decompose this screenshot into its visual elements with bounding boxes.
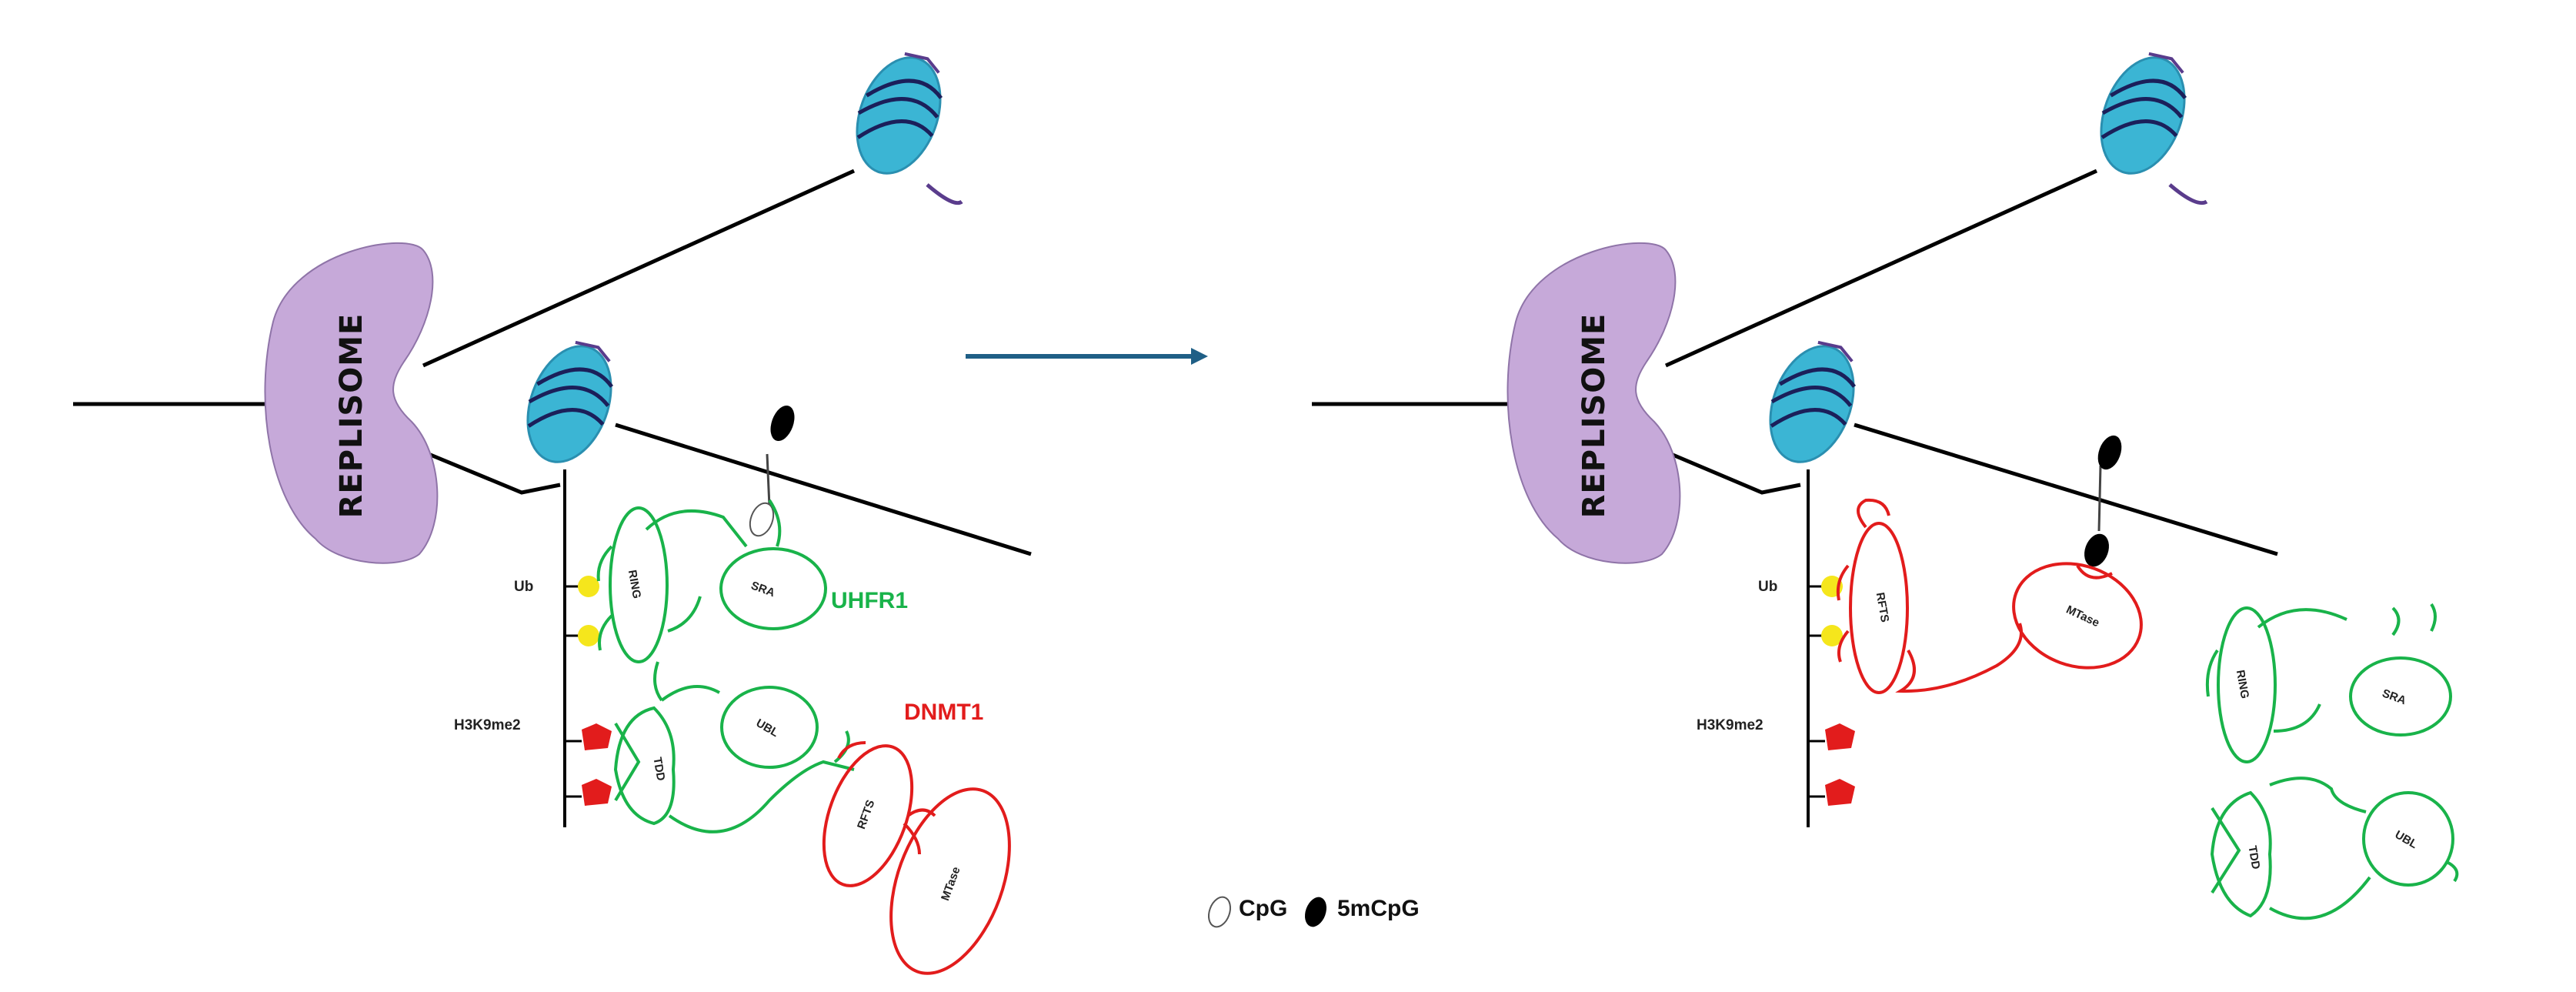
lagging-strand	[1661, 448, 1801, 495]
ub-label: Ub	[514, 579, 533, 595]
nucleosome-top	[2086, 43, 2201, 185]
histone-mark-label: H3K9me2	[1697, 717, 1763, 733]
cpg-stick	[766, 453, 771, 507]
dna-tail	[926, 183, 963, 205]
rfts-label: RFTS	[855, 798, 877, 831]
left-panel: REPLISOME Ub H3K9me2	[73, 43, 1032, 975]
tdd-label: TDD	[650, 757, 667, 782]
ubiquitin	[1821, 625, 1843, 646]
5mcpg-circle	[2084, 533, 2109, 567]
ubl-label: UBL	[2393, 828, 2420, 851]
ring-domain	[609, 506, 669, 663]
5mcpg-legend-label: 5mCpG	[1337, 896, 1420, 921]
5mcpg-circle	[770, 405, 795, 442]
h3k9me2-mark	[582, 779, 612, 806]
ubl-domain	[2362, 791, 2454, 887]
tdd-domain	[2210, 790, 2272, 918]
ubiquitin	[578, 625, 599, 646]
histone-mark-label: H3K9me2	[454, 717, 521, 733]
mtase-domain	[2012, 562, 2143, 670]
cpg-legend-icon	[1207, 896, 1232, 928]
rfts-label: RFTS	[1874, 591, 1892, 623]
nascent-dna	[615, 423, 1032, 556]
tdd-label: TDD	[2245, 845, 2262, 870]
ubl-label: UBL	[754, 716, 781, 740]
legend: CpG 5mCpG	[1207, 896, 1420, 928]
mcpg-stick	[2097, 465, 2102, 532]
5mcpg-legend-icon	[1304, 897, 1327, 927]
nucleosome-bottom	[512, 332, 627, 474]
sra-domain	[719, 547, 827, 630]
ring-domain	[2217, 606, 2277, 763]
cpg-circle	[749, 502, 775, 537]
replisome-label: REPLISOME	[1577, 313, 1612, 519]
rfts-domain	[822, 744, 914, 887]
mtase-label: MTase	[2064, 603, 2101, 630]
dnmt1-protein	[1836, 498, 2143, 694]
leading-strand	[422, 169, 856, 368]
cpg-legend-label: CpG	[1239, 896, 1287, 921]
h3k9me2-mark	[1825, 723, 1855, 750]
uhrf1-label: UHFR1	[831, 588, 908, 613]
ring-label: RING	[626, 569, 643, 600]
nucleosome-top	[842, 43, 956, 185]
dnmt1-protein	[822, 741, 1011, 975]
ubiquitin	[578, 576, 599, 597]
nucleosome-bottom	[1755, 332, 1870, 474]
transition-arrow	[966, 348, 1208, 365]
5mcpg-circle	[2097, 435, 2122, 470]
replisome	[264, 242, 439, 564]
lagging-strand	[419, 448, 561, 495]
rfts-domain	[1849, 522, 1909, 694]
ring-label: RING	[2234, 669, 2251, 700]
dnmt1-label: DNMT1	[904, 700, 983, 725]
h3k9me2-mark	[582, 723, 612, 750]
h3k9me2-mark	[1825, 779, 1855, 806]
sra-domain	[2349, 656, 2452, 736]
ub-label: Ub	[1758, 579, 1777, 595]
ubl-domain	[720, 686, 819, 769]
uhrf1-protein	[596, 499, 855, 833]
sra-label: SRA	[2381, 686, 2408, 707]
uhrf1-protein	[2205, 603, 2459, 920]
leading-strand	[1664, 169, 2098, 368]
sra-label: SRA	[749, 579, 777, 600]
tdd-domain	[613, 706, 676, 826]
replisome-label: REPLISOME	[334, 313, 369, 519]
nascent-dna	[1854, 423, 2278, 556]
replisome	[1507, 242, 1681, 564]
right-panel: REPLISOME Ub H3K9me2 RFTS MTase	[1312, 43, 2459, 920]
mtase-domain	[889, 787, 1011, 975]
dna-tail	[2168, 183, 2208, 205]
mtase-label: MTase	[939, 865, 963, 903]
